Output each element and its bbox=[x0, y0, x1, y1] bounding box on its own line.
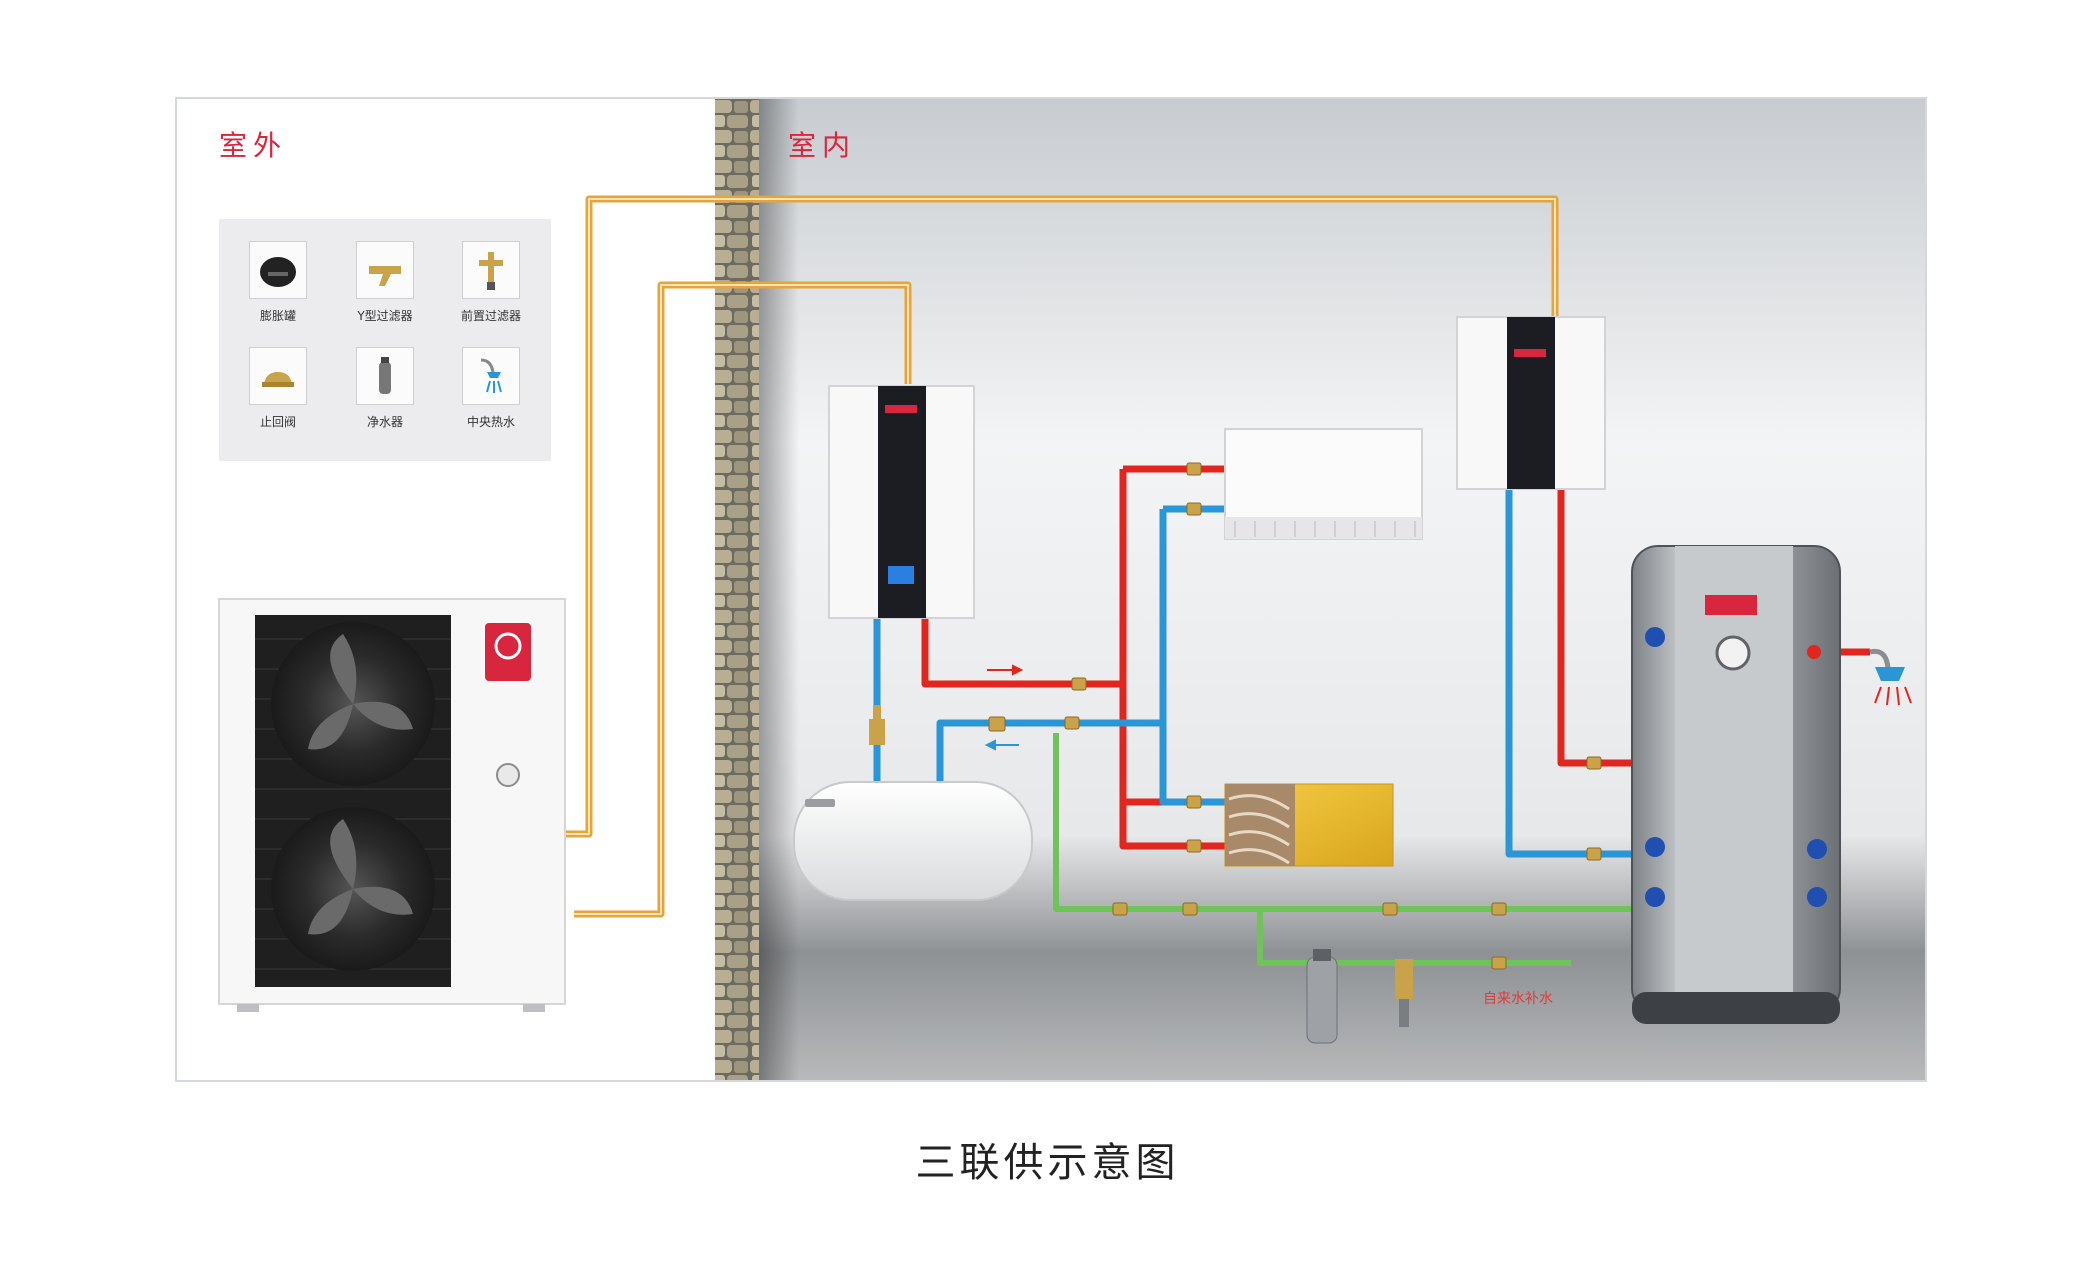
diagram-caption: 三联供示意图 bbox=[915, 1140, 1180, 1186]
legend-label: Y型过滤器 bbox=[357, 309, 413, 323]
tap-water-supply-note: 自来水补水 bbox=[1483, 991, 1553, 1007]
legend-item-y-strainer: Y型过滤器 bbox=[335, 241, 435, 341]
y-strainer-icon bbox=[356, 241, 414, 299]
central-hot-water-icon bbox=[462, 347, 520, 405]
wall-shadow bbox=[759, 99, 799, 1080]
shower-head-icon-detail bbox=[1874, 667, 1912, 706]
outdoor-zone-label: 室外 bbox=[219, 129, 288, 162]
diagram-canvas bbox=[218, 99, 1925, 1080]
legend-item-central-hot-water: 中央热水 bbox=[441, 347, 541, 447]
hot-water-storage-tank bbox=[1631, 545, 1841, 1024]
air-vent-valve bbox=[869, 705, 885, 745]
hydro-module-right bbox=[1456, 316, 1606, 490]
brand-logo bbox=[485, 623, 531, 681]
legend-item-water-purifier: 净水器 bbox=[335, 347, 435, 447]
legend-item-check-valve: 止回阀 bbox=[228, 347, 328, 447]
legend-item-expansion-tank: 膨胀罐 bbox=[228, 241, 328, 341]
hydro-module-left bbox=[828, 385, 975, 619]
water-purifier bbox=[1306, 949, 1338, 1044]
outdoor-heat-pump bbox=[218, 598, 566, 1012]
fan-coil-unit bbox=[1224, 428, 1423, 540]
legend-label: 净水器 bbox=[366, 415, 403, 429]
legend-item-pre-filter: 前置过滤器 bbox=[441, 241, 541, 341]
legend-label: 止回阀 bbox=[259, 415, 296, 429]
floor-heating-panel bbox=[1224, 783, 1394, 867]
shower-head-icon bbox=[1869, 648, 1891, 669]
water-purifier-icon bbox=[356, 347, 414, 405]
buffer-tank bbox=[793, 781, 1033, 901]
legend-label: 前置过滤器 bbox=[460, 309, 521, 323]
check-valve-icon bbox=[249, 347, 307, 405]
legend-label: 膨胀罐 bbox=[259, 309, 296, 323]
indoor-zone-label: 室内 bbox=[788, 129, 857, 162]
tap-water-pipes bbox=[1053, 733, 1632, 966]
pre-filter bbox=[1395, 959, 1413, 1027]
pipe-fittings bbox=[988, 462, 1602, 970]
pre-filter-icon bbox=[462, 241, 520, 299]
expansion-tank-icon bbox=[249, 241, 307, 299]
flow-arrows bbox=[987, 664, 1024, 676]
legend-label: 中央热水 bbox=[466, 415, 515, 429]
stone-wall bbox=[715, 99, 759, 1080]
system-diagram-frame: 室外 室内 膨胀罐 Y型过滤器 前置过滤器 止回阀 bbox=[175, 97, 1927, 1082]
component-legend: 膨胀罐 Y型过滤器 前置过滤器 止回阀 净水器 bbox=[219, 219, 551, 461]
